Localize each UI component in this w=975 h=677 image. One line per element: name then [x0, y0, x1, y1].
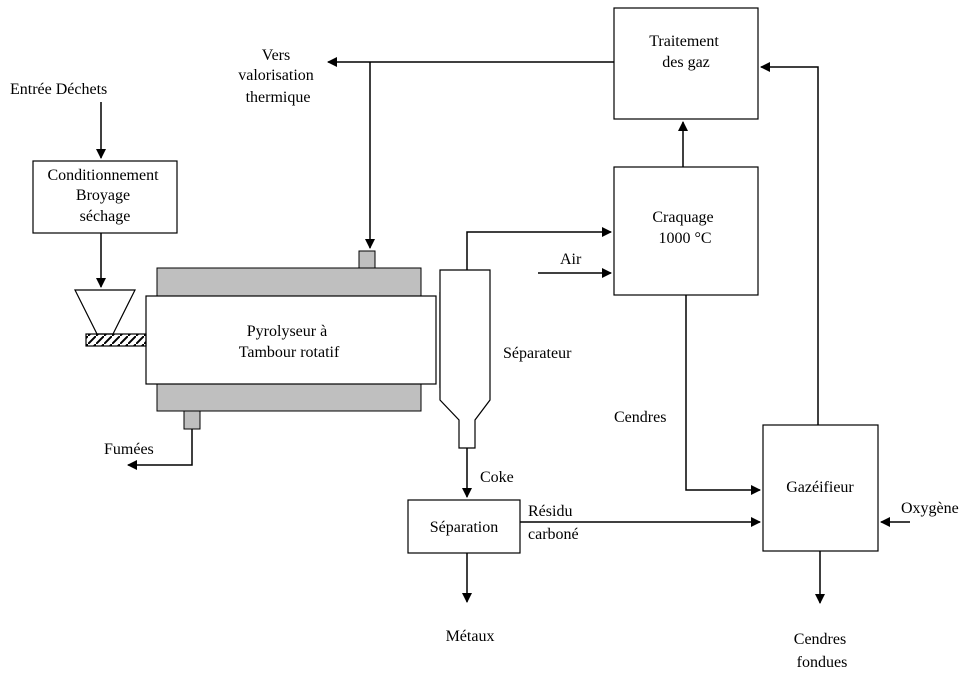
ashes-label: Cendres — [614, 409, 666, 426]
cyclone-separator — [439, 269, 491, 449]
waste-input-label: Entrée Déchets — [10, 81, 107, 98]
oxygen-label: Oxygène — [901, 500, 959, 517]
bottom-nozzle — [183, 410, 201, 430]
molten-ashes-label: Cendres fondues — [794, 631, 850, 671]
gasifier-box — [762, 424, 879, 552]
conditioning-label: Conditionnement Broyage séchage — [47, 167, 162, 225]
fumes-label: Fumées — [104, 441, 154, 458]
cracking-label: Craquage 1000 °C — [652, 209, 717, 247]
coke-label: Coke — [480, 469, 514, 486]
thermal-recovery-label: Vers valorisation thermique — [238, 47, 318, 106]
arrow-fumes — [127, 429, 193, 470]
arrow-separator-to-cracking — [466, 227, 612, 270]
separator-label: Séparateur — [503, 345, 572, 362]
metals-label: Métaux — [446, 628, 495, 645]
arrow-gasifier-to-gas-treatment — [760, 62, 819, 425]
air-label: Air — [560, 251, 582, 268]
flow-arrows — [96, 57, 910, 604]
drum-bottom-band — [156, 383, 422, 412]
separation-box — [407, 499, 521, 554]
conditioning-box — [32, 160, 178, 234]
carbon-residue-label: Résidu carboné — [528, 503, 579, 543]
cracking-box — [613, 166, 759, 296]
gas-treatment-box — [613, 7, 759, 120]
separation-label: Séparation — [430, 519, 498, 536]
gas-treatment-label: Traitement des gaz — [649, 33, 723, 71]
drum-top-band — [156, 267, 422, 297]
top-nozzle — [358, 250, 376, 269]
screw-feeder — [85, 333, 147, 347]
pyrolyser-label: Pyrolyseur à Tambour rotatif — [239, 323, 340, 361]
pyrolyser-drum — [145, 295, 437, 385]
feed-hopper — [74, 289, 136, 335]
gasifier-label: Gazéifieur — [786, 479, 854, 496]
arrow-ashes-to-gasifier — [685, 295, 761, 495]
